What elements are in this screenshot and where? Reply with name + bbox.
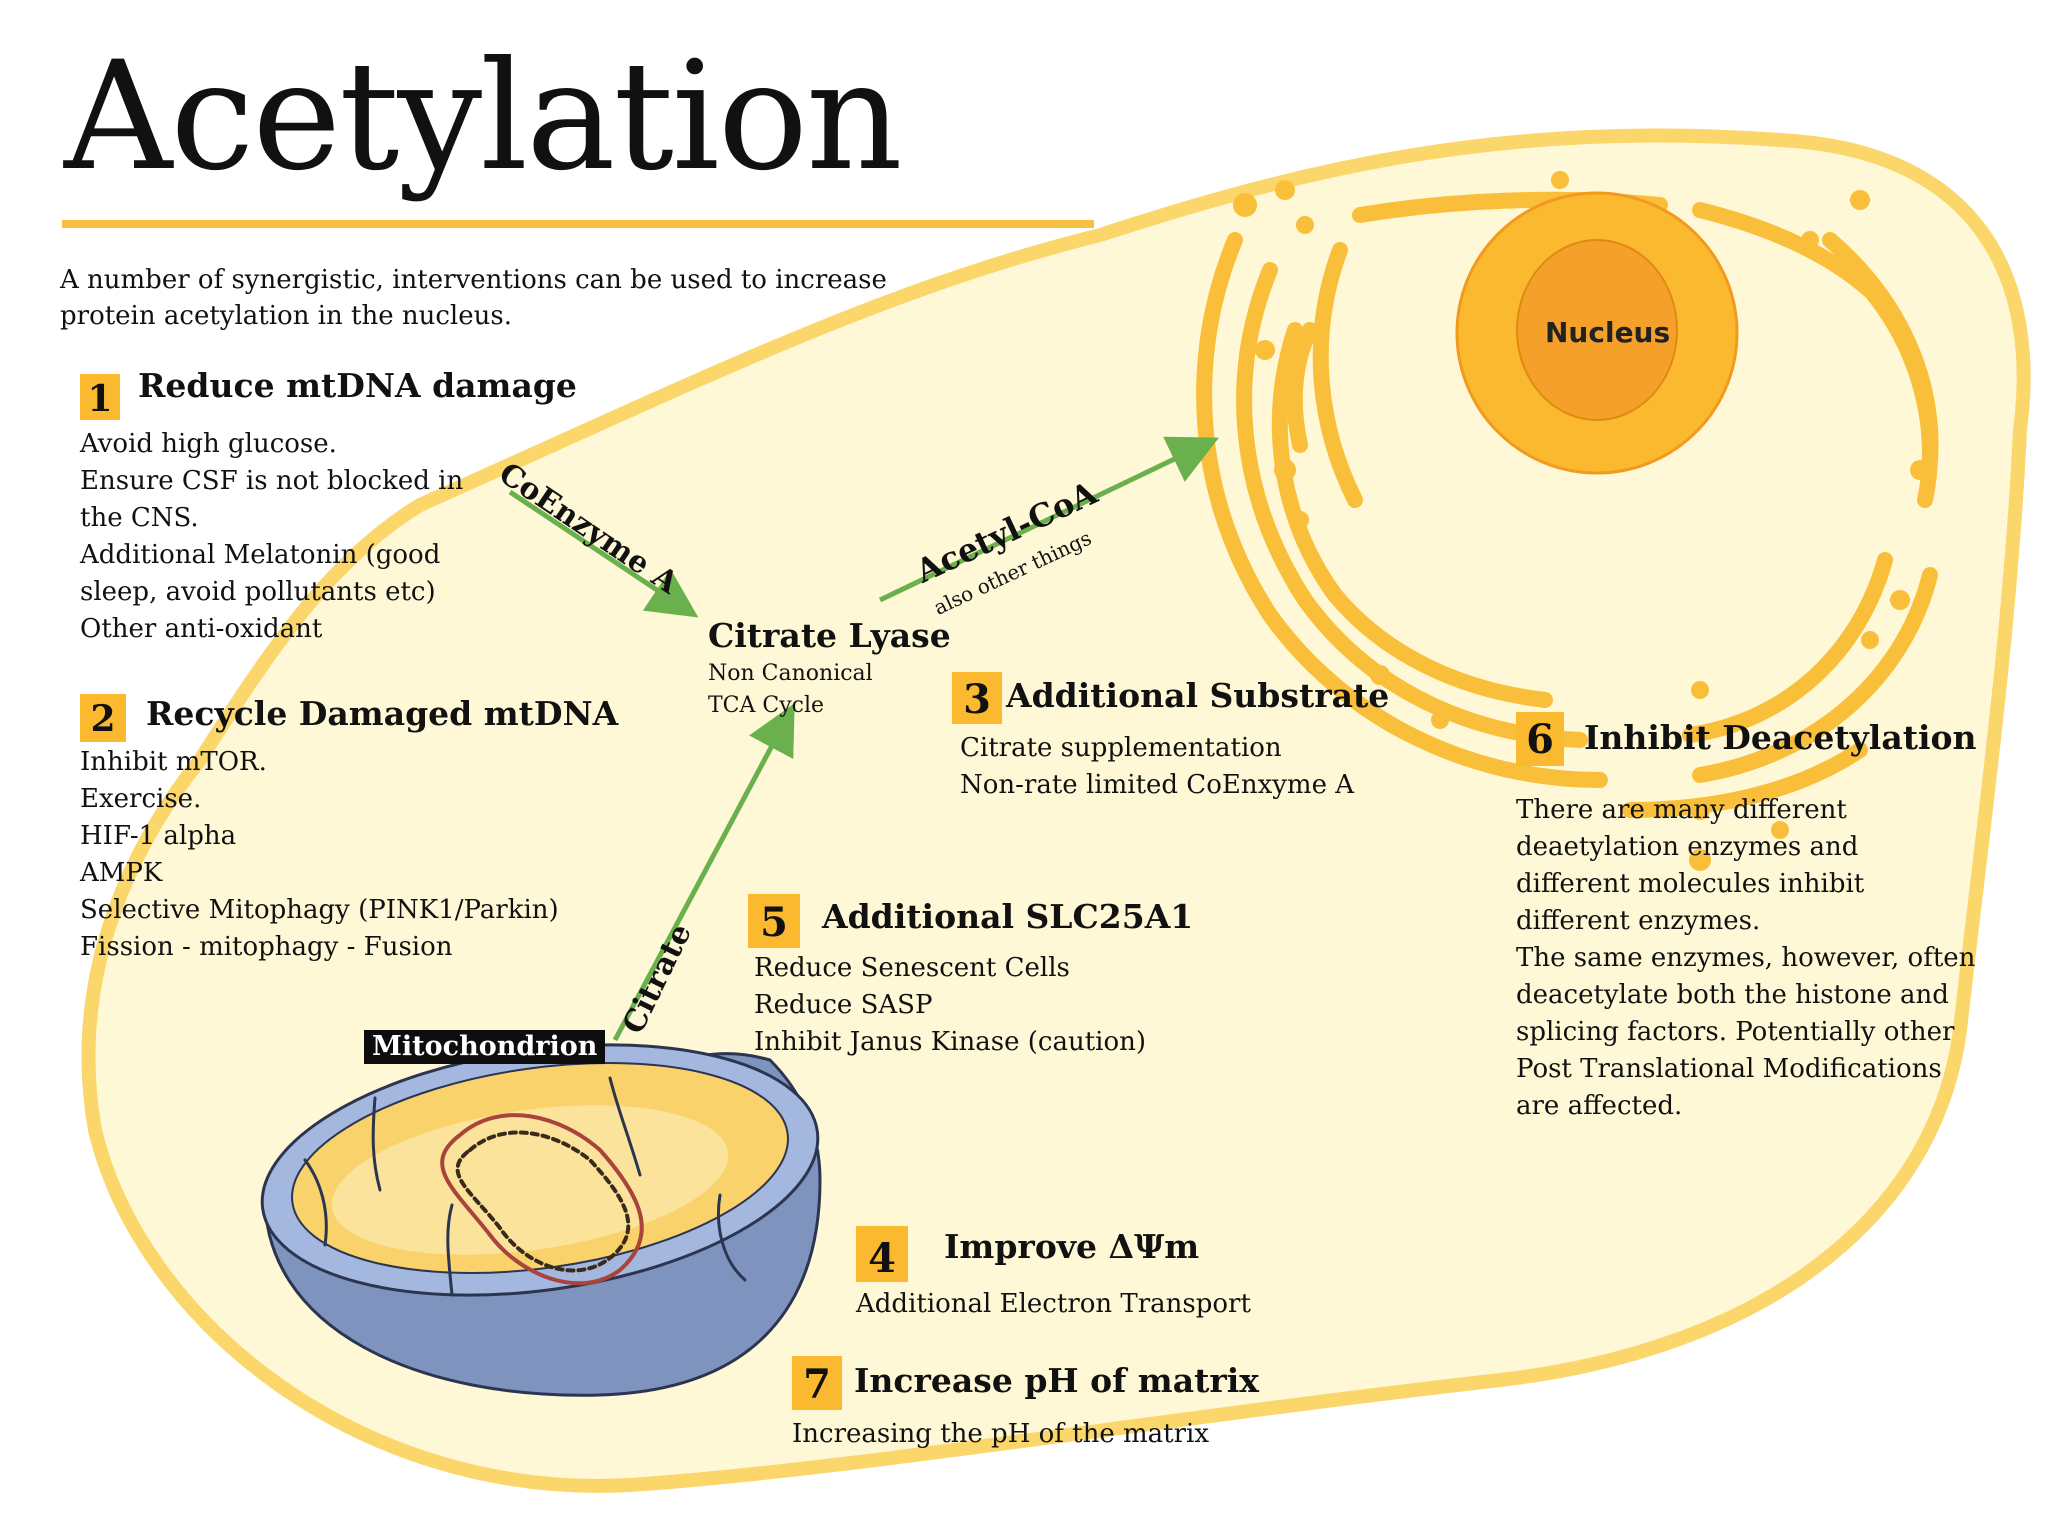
section-2-line: HIF-1 alpha bbox=[80, 821, 237, 851]
section-1-line: the CNS. bbox=[80, 503, 199, 533]
section-2-heading: 2 Recycle Damaged mtDNA bbox=[80, 694, 618, 742]
section-4: 4 Improve ΔΨm Additional Electron Transpo… bbox=[856, 1226, 1251, 1323]
section-1-title: Reduce mtDNA damage bbox=[138, 366, 577, 405]
section-3-title: Additional Substrate bbox=[1006, 676, 1390, 715]
nucleus-label: Nucleus bbox=[1545, 316, 1671, 349]
section-1-line: Ensure CSF is not blocked in bbox=[80, 466, 464, 496]
section-7-badge: 7 bbox=[792, 1356, 842, 1410]
section-2: 2 Recycle Damaged mtDNA Inhibit mTOR. Exe… bbox=[80, 694, 618, 966]
mitochondrion bbox=[260, 1043, 822, 1397]
section-4-body: Additional Electron Transport bbox=[856, 1286, 1251, 1323]
arrow-citrate bbox=[612, 703, 795, 1042]
section-2-line: Selective Mitophagy (PINK1/Parkin) bbox=[80, 895, 559, 925]
section-5-line: Inhibit Janus Kinase (caution) bbox=[754, 1027, 1147, 1057]
arrow-acetyl-coa bbox=[878, 436, 1220, 603]
section-3-line: Citrate supplementation bbox=[960, 733, 1282, 763]
section-6: 6 Inhibit Deacetylation There are many di… bbox=[1516, 712, 1977, 1125]
citrate-lyase-sub-line: Non Canonical bbox=[708, 661, 873, 686]
section-6-line: There are many different bbox=[1516, 795, 1847, 825]
nucleolus bbox=[1516, 239, 1678, 421]
section-6-line: are affected. bbox=[1516, 1091, 1683, 1121]
section-3-badge: 3 bbox=[952, 672, 1002, 724]
section-1-heading: 1 Reduce mtDNA damage bbox=[80, 366, 577, 420]
title-underline bbox=[62, 220, 1094, 228]
section-5-title: Additional SLC25A1 bbox=[822, 897, 1194, 936]
page-title: Acetylation bbox=[64, 30, 903, 204]
citrate-lyase-label: Citrate Lyase bbox=[708, 616, 951, 655]
section-6-line: Post Translational Modifications bbox=[1516, 1054, 1942, 1084]
section-3-body: Citrate supplementation Non-rate limited… bbox=[960, 730, 1389, 804]
section-3-line: Non-rate limited CoEnxyme A bbox=[960, 770, 1355, 800]
section-6-line: deacetylate both the histone and bbox=[1516, 980, 1949, 1010]
section-5-badge: 5 bbox=[748, 894, 800, 948]
section-6-line: splicing factors. Potentially other bbox=[1516, 1017, 1955, 1047]
section-7-line: Increasing the pH of the matrix bbox=[792, 1419, 1210, 1449]
section-7-title: Increase pH of matrix bbox=[854, 1361, 1259, 1400]
section-5-body: Reduce Senescent Cells Reduce SASP Inhib… bbox=[754, 950, 1193, 1061]
section-2-line: Fission - mitophagy - Fusion bbox=[80, 932, 453, 962]
citrate-lyase-sub-line: TCA Cycle bbox=[708, 693, 825, 718]
section-1: 1 Reduce mtDNA damage Avoid high glucose.… bbox=[80, 366, 577, 648]
section-2-line: Exercise. bbox=[80, 784, 202, 814]
section-2-title: Recycle Damaged mtDNA bbox=[146, 694, 619, 733]
section-6-line: different enzymes. bbox=[1516, 906, 1761, 936]
section-6-line: The same enzymes, however, often bbox=[1516, 943, 1976, 973]
section-5-line: Reduce Senescent Cells bbox=[754, 953, 1070, 983]
section-2-line: Inhibit mTOR. bbox=[80, 747, 267, 777]
section-7: 7 Increase pH of matrix Increasing the pH… bbox=[792, 1356, 1259, 1453]
section-5-heading: 5 Additional SLC25A1 bbox=[748, 894, 1193, 948]
section-1-badge: 1 bbox=[80, 374, 120, 420]
mitochondrion-label: Mitochondrion bbox=[364, 1030, 606, 1064]
section-6-badge: 6 bbox=[1516, 712, 1564, 766]
citrate-lyase-node: Citrate Lyase Non Canonical TCA Cycle bbox=[708, 616, 951, 722]
section-6-title: Inhibit Deacetylation bbox=[1584, 718, 1977, 757]
section-2-body: Inhibit mTOR. Exercise. HIF-1 alpha AMPK… bbox=[80, 744, 618, 966]
er-vesicles bbox=[1233, 171, 1930, 871]
section-5-line: Reduce SASP bbox=[754, 990, 933, 1020]
section-1-line: Other anti-oxidant bbox=[80, 614, 323, 644]
section-7-body: Increasing the pH of the matrix bbox=[792, 1416, 1259, 1453]
section-2-badge: 2 bbox=[80, 694, 126, 742]
section-1-body: Avoid high glucose. Ensure CSF is not bl… bbox=[80, 426, 577, 648]
endoplasmic-reticulum bbox=[1196, 191, 1939, 818]
section-7-heading: 7 Increase pH of matrix bbox=[792, 1356, 1259, 1410]
section-1-line: sleep, avoid pollutants etc) bbox=[80, 577, 436, 607]
section-6-heading: 6 Inhibit Deacetylation bbox=[1516, 712, 1977, 766]
section-6-body: There are many different deaetylation en… bbox=[1516, 792, 1977, 1125]
citrate-lyase-sub: Non Canonical TCA Cycle bbox=[708, 658, 951, 722]
intro-text: A number of synergistic, interventions c… bbox=[60, 265, 887, 331]
section-2-line: AMPK bbox=[80, 858, 163, 888]
section-4-heading: 4 Improve ΔΨm bbox=[856, 1226, 1251, 1282]
section-5: 5 Additional SLC25A1 Reduce Senescent Cel… bbox=[748, 894, 1193, 1061]
arrow-coenzyme-a bbox=[508, 489, 699, 618]
section-1-line: Additional Melatonin (good bbox=[80, 540, 441, 570]
section-6-line: different molecules inhibit bbox=[1516, 869, 1865, 899]
section-4-badge: 4 bbox=[856, 1226, 908, 1282]
section-1-line: Avoid high glucose. bbox=[80, 429, 337, 459]
section-4-title: Improve ΔΨm bbox=[944, 1227, 1200, 1266]
section-4-line: Additional Electron Transport bbox=[856, 1289, 1251, 1319]
section-6-line: deaetylation enzymes and bbox=[1516, 832, 1859, 862]
